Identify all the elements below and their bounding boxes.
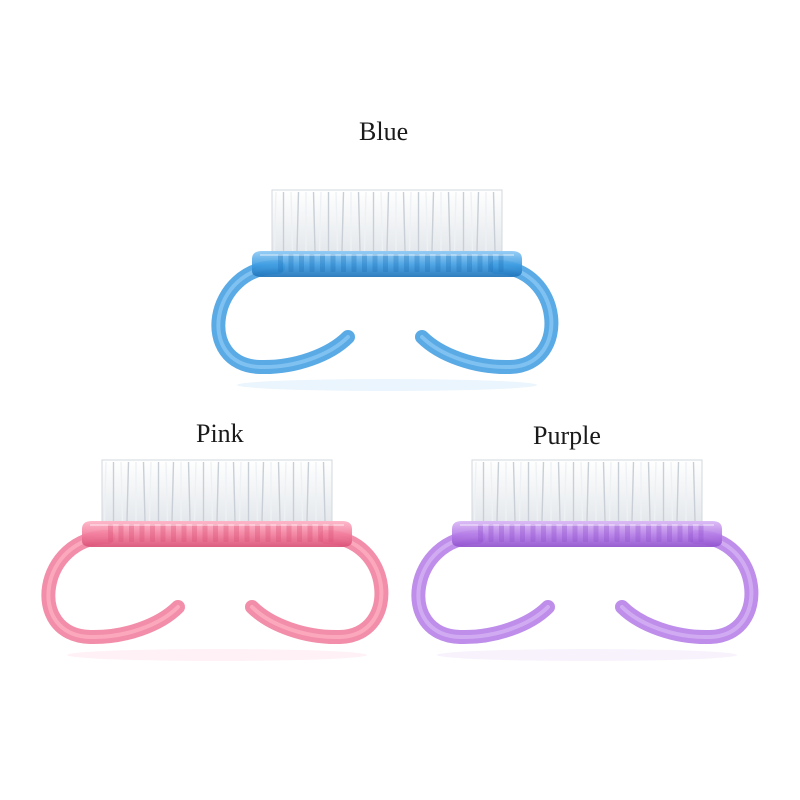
brush-purple xyxy=(411,459,759,661)
brush-blue xyxy=(211,189,559,391)
bristles xyxy=(471,459,703,523)
color-label-pink: Pink xyxy=(196,419,244,448)
bristles xyxy=(101,459,333,523)
color-label-blue: Blue xyxy=(359,117,409,146)
brush-base xyxy=(82,521,352,547)
brush-pink xyxy=(41,459,389,661)
brush-base xyxy=(252,251,522,277)
brush-base xyxy=(452,521,722,547)
brush-handle xyxy=(211,260,559,375)
brush-handle xyxy=(411,530,759,645)
bristles xyxy=(271,189,503,253)
color-label-purple: Purple xyxy=(533,421,601,450)
brush-handle xyxy=(41,530,389,645)
